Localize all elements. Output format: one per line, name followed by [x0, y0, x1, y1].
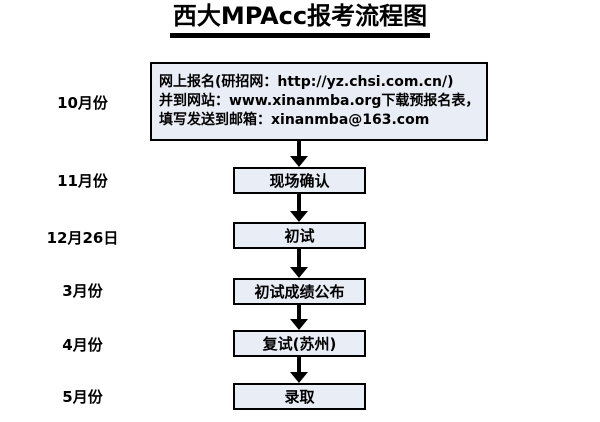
flow-arrow-2-head [290, 211, 308, 222]
flow-arrow-5-stem [297, 357, 301, 373]
flow-arrow-3-stem [297, 249, 301, 268]
timeline-label-october: 10月份 [57, 94, 108, 112]
flow-arrow-1-head [290, 156, 308, 167]
registration-line-3: 填写发送到邮箱：xinanmba@163.com [159, 112, 430, 128]
flow-box-initial-results: 初试成绩公布 [233, 278, 366, 305]
step-label: 现场确认 [269, 172, 330, 190]
flow-arrow-1-stem [297, 141, 301, 157]
flow-arrow-4-head [290, 319, 308, 330]
timeline-label-dec26: 12月26日 [46, 229, 119, 247]
page-title: 西大MPAcc报考流程图 [169, 2, 431, 38]
flow-box-online-registration: 网上报名(研招网：http://yz.chsi.com.cn/) 并到网站：ww… [150, 62, 488, 141]
flow-box-second-exam-suzhou: 复试(苏州) [233, 330, 366, 357]
timeline-label-april: 4月份 [62, 336, 103, 354]
timeline-label-may: 5月份 [62, 388, 103, 406]
step-label: 录取 [284, 388, 315, 406]
registration-line-2: 并到网站：www.xinanmba.org下载预报名表， [159, 93, 480, 109]
timeline-label-november: 11月份 [57, 172, 108, 190]
registration-line-1: 网上报名(研招网：http://yz.chsi.com.cn/) [159, 74, 454, 90]
flow-box-onsite-confirmation: 现场确认 [233, 167, 366, 194]
flow-arrow-5-head [290, 372, 308, 383]
flow-box-initial-exam: 初试 [233, 222, 366, 249]
flow-arrow-2-stem [297, 194, 301, 212]
step-label: 初试 [284, 227, 315, 245]
timeline-label-march: 3月份 [62, 282, 103, 300]
step-label: 初试成绩公布 [254, 283, 345, 301]
title-row: 西大MPAcc报考流程图 [0, 2, 600, 38]
flow-arrow-4-stem [297, 305, 301, 320]
step-label: 复试(苏州) [262, 335, 337, 353]
flow-arrow-3-head [290, 267, 308, 278]
flow-box-admission: 录取 [233, 383, 366, 410]
